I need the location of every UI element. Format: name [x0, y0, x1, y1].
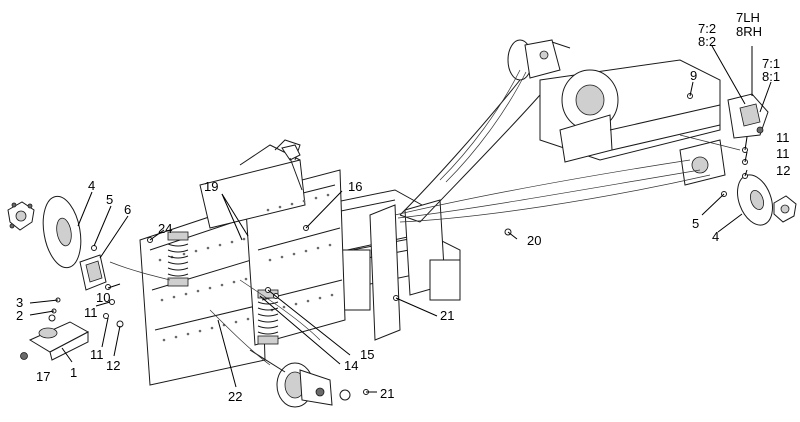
callout-15: 15 — [360, 347, 374, 362]
callout-4-right: 4 — [712, 229, 719, 244]
callout-21-a: 21 — [440, 308, 454, 323]
rear-left-hub — [507, 39, 571, 81]
callout-7-2: 7:2 — [698, 21, 716, 36]
callout-labels: 4 5 6 24 19 16 3 2 10 11 11 12 1 17 22 1… — [16, 10, 790, 404]
rear-axle-assembly — [539, 59, 726, 186]
callout-6: 6 — [124, 202, 131, 217]
brake-lines — [109, 69, 741, 366]
callout-7lh: 7LH — [736, 10, 760, 25]
trailing-arm — [399, 79, 541, 223]
callout-19: 19 — [204, 179, 218, 194]
callout-22: 22 — [228, 389, 242, 404]
callout-8rh: 8RH — [736, 24, 762, 39]
brake-caliper-left — [79, 254, 107, 291]
callout-8-1: 8:1 — [762, 69, 780, 84]
brake-disc-left — [42, 195, 82, 269]
right-hub-assembly — [773, 195, 797, 223]
callout-2: 2 — [16, 308, 23, 323]
callout-20: 20 — [527, 233, 541, 248]
callout-4-left: 4 — [88, 178, 95, 193]
callout-11-c: 11 — [776, 130, 790, 145]
callout-9: 9 — [690, 68, 697, 83]
callout-11-b: 11 — [90, 347, 104, 362]
callout-12-left: 12 — [106, 358, 120, 373]
callout-24: 24 — [158, 221, 172, 236]
callout-10: 10 — [96, 290, 110, 305]
callout-1: 1 — [70, 365, 77, 380]
left-hub-assembly — [7, 201, 35, 231]
callout-21-b: 21 — [380, 386, 394, 401]
master-cylinder — [20, 297, 90, 361]
callout-12-right: 12 — [776, 163, 790, 178]
callout-11-d: 11 — [776, 146, 790, 161]
front-brake-hub — [249, 349, 351, 408]
parking-brake-lever — [281, 144, 303, 191]
callout-7-1: 7:1 — [762, 56, 780, 71]
callout-5-left: 5 — [106, 192, 113, 207]
brake-disc-right — [737, 174, 773, 226]
callout-16: 16 — [348, 179, 362, 194]
callout-5-right: 5 — [692, 216, 699, 231]
leader-lines — [29, 45, 772, 393]
callout-11-a: 11 — [84, 305, 98, 320]
callout-14: 14 — [344, 358, 358, 373]
callout-17: 17 — [36, 369, 50, 384]
coil-spring-left — [167, 231, 189, 287]
rear-caliper-right — [727, 93, 769, 139]
callout-3: 3 — [16, 295, 23, 310]
callout-8-2: 8:2 — [698, 34, 716, 49]
